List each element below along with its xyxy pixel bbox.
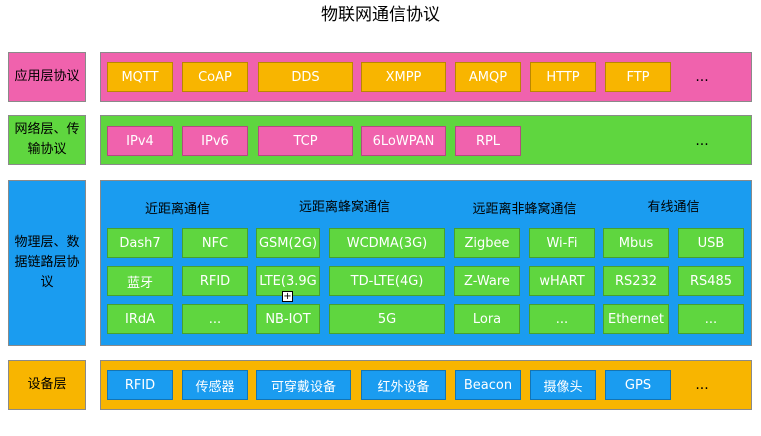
phy-item-dash7: Dash7 xyxy=(107,228,173,258)
app-item-http: HTTP xyxy=(530,62,596,92)
diagram-title: 物联网通信协议 xyxy=(321,5,440,25)
phy-item-rfid: RFID xyxy=(182,266,248,296)
dev-item-camera: 摄像头 xyxy=(530,370,596,400)
app-item-coap: CoAP xyxy=(182,62,248,92)
phy-item-rs485: RS485 xyxy=(678,266,744,296)
group-title-cellular: 远距离蜂窝通信 xyxy=(298,200,390,215)
phy-item-rs232: RS232 xyxy=(603,266,669,296)
app-item-xmpp: XMPP xyxy=(361,62,446,92)
application-layer-label: 应用层协议 xyxy=(8,52,86,102)
net-item-6lowpan: 6LoWPAN xyxy=(361,126,446,156)
net-item-ipv4: IPv4 xyxy=(107,126,173,156)
phy-item-bluetooth: 蓝牙 xyxy=(107,266,173,296)
net-item-ipv6: IPv6 xyxy=(182,126,248,156)
net-more-ellipsis: ... xyxy=(695,133,709,149)
phy-item-irda: IRdA xyxy=(107,304,173,334)
phy-item-nfc: NFC xyxy=(182,228,248,258)
app-item-amqp: AMQP xyxy=(455,62,521,92)
dev-item-gps: GPS xyxy=(605,370,671,400)
phy-item-td-lte: TD-LTE(4G) xyxy=(329,266,445,296)
phy-item-wifi: Wi-Fi xyxy=(529,228,595,258)
app-item-dds: DDS xyxy=(258,62,353,92)
dev-item-wearable: 可穿戴设备 xyxy=(256,370,351,400)
plus-icon: + xyxy=(282,291,293,302)
net-item-tcp: TCP xyxy=(258,126,353,156)
group-title-wired: 有线通信 xyxy=(647,200,700,215)
phy-item-nb-iot: NB-IOT xyxy=(256,304,320,334)
phy-item-more-non-cellular: ... xyxy=(529,304,595,334)
group-title-short-range: 近距离通信 xyxy=(144,202,210,217)
dev-item-infrared: 红外设备 xyxy=(361,370,446,400)
dev-item-rfid: RFID xyxy=(107,370,173,400)
device-layer-label: 设备层 xyxy=(8,360,86,410)
net-item-rpl: RPL xyxy=(455,126,521,156)
dev-item-sensor: 传感器 xyxy=(182,370,248,400)
phy-item-ethernet: Ethernet xyxy=(603,304,669,334)
phy-item-more-short: ... xyxy=(182,304,248,334)
phy-item-mbus: Mbus xyxy=(603,228,669,258)
phy-item-whart: wHART xyxy=(529,266,595,296)
network-layer-label: 网络层、传输协议 xyxy=(8,115,86,165)
app-item-mqtt: MQTT xyxy=(107,62,173,92)
group-title-non-cellular: 远距离非蜂窝通信 xyxy=(472,202,577,217)
phy-item-lora: Lora xyxy=(454,304,520,334)
phy-item-gsm: GSM(2G) xyxy=(256,228,320,258)
phy-item-more-wired: ... xyxy=(678,304,744,334)
app-more-ellipsis: ... xyxy=(695,69,709,85)
dev-more-ellipsis: ... xyxy=(695,377,709,393)
phy-item-5g: 5G xyxy=(329,304,445,334)
phy-item-wcdma: WCDMA(3G) xyxy=(329,228,445,258)
app-item-ftp: FTP xyxy=(605,62,671,92)
phy-item-z-ware: Z-Ware xyxy=(454,266,520,296)
phy-item-usb: USB xyxy=(678,228,744,258)
phy-item-zigbee: Zigbee xyxy=(454,228,520,258)
dev-item-beacon: Beacon xyxy=(455,370,521,400)
physical-layer-label: 物理层、数据链路层协议 xyxy=(8,180,86,346)
